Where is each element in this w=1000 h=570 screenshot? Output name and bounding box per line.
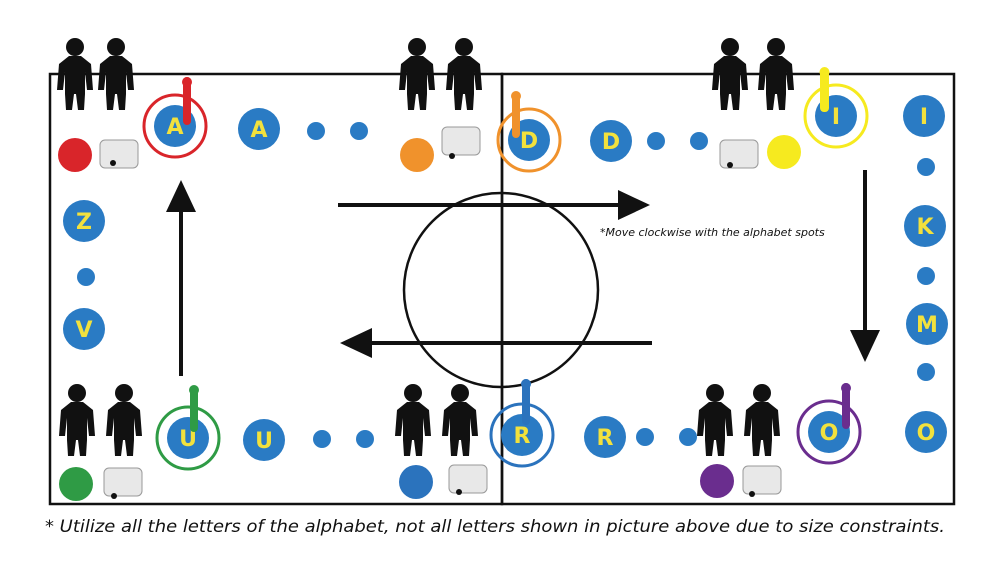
ball-blue — [399, 465, 433, 499]
hoop-green — [155, 405, 221, 471]
pencil-dot — [749, 491, 755, 497]
paper-sheet — [448, 464, 488, 494]
station-box-d — [400, 126, 481, 172]
hoop-orange — [496, 107, 562, 173]
arrow-right — [338, 190, 650, 220]
bowling-pin-orange — [511, 91, 521, 138]
spot-letter: K — [916, 215, 934, 240]
station-box-r — [399, 464, 488, 499]
bowling-pin-red — [182, 77, 192, 125]
pencil-dot — [111, 493, 117, 499]
spot-letter: A — [166, 115, 183, 140]
spot-letter: D — [602, 130, 620, 155]
spot-letter: M — [916, 313, 938, 338]
ball-purple — [700, 464, 734, 498]
ball-red — [58, 138, 92, 172]
pencil-dot — [110, 160, 116, 166]
spot-letter: I — [920, 105, 928, 130]
ball-orange — [400, 138, 434, 172]
letter-spot-o-hoop: O — [808, 411, 850, 453]
dot-spot — [917, 363, 935, 381]
pencil-dot — [727, 162, 733, 168]
dot-spot — [690, 132, 708, 150]
spot-letter: A — [250, 118, 267, 143]
letter-spot-r-hoop: R — [501, 414, 543, 456]
letter-spot-u-hoop: U — [167, 417, 209, 459]
dot-spot — [307, 122, 325, 140]
arrow-left — [340, 328, 652, 358]
letter-spot-o: O — [905, 411, 947, 453]
paper-sheet — [103, 467, 143, 497]
ball-yellow — [767, 135, 801, 169]
center-circle — [402, 191, 600, 389]
letter-spot-v: V — [63, 308, 105, 350]
people-group-bottom-right — [697, 384, 780, 456]
letter-spot-u: U — [243, 419, 285, 461]
dot-spots — [77, 122, 935, 448]
station-box-i — [719, 135, 801, 169]
station-box-a — [58, 138, 139, 172]
bowling-pin-green — [189, 385, 199, 432]
spot-letter: O — [820, 421, 839, 446]
dot-spot — [679, 428, 697, 446]
paper-sheet — [719, 139, 759, 169]
dot-spot — [313, 430, 331, 448]
hoop-purple — [796, 399, 862, 465]
spot-letter: R — [514, 424, 531, 449]
bowling-pin-yellow — [819, 67, 830, 112]
footnote: * Utilize all the letters of the alphabe… — [45, 517, 945, 536]
dot-spot — [917, 158, 935, 176]
paper-sheet — [742, 465, 782, 495]
spot-letter: I — [832, 105, 840, 130]
spot-letter: R — [597, 426, 614, 451]
dot-spot — [350, 122, 368, 140]
letter-spot-a: A — [238, 108, 280, 150]
spot-letter: O — [917, 421, 936, 446]
pencil-dot — [456, 489, 462, 495]
letter-spot-i: I — [903, 95, 945, 137]
dot-spot — [356, 430, 374, 448]
dot-spot — [917, 267, 935, 285]
spot-letter: D — [520, 129, 538, 154]
hoop-red — [142, 93, 208, 159]
spot-letter: V — [75, 318, 92, 343]
people-group-bottom-left — [59, 384, 142, 456]
dot-spot — [636, 428, 654, 446]
letter-spot-d: D — [590, 120, 632, 162]
dot-spot — [647, 132, 665, 150]
spot-letter: U — [255, 429, 273, 454]
people-group-bottom-middle — [395, 384, 478, 456]
dot-spot — [77, 268, 95, 286]
station-box-o — [700, 464, 782, 498]
court-right-half — [500, 72, 956, 506]
letter-spot-k: K — [904, 205, 946, 247]
station-box-u — [59, 467, 143, 501]
letter-spot-z: Z — [63, 200, 105, 242]
arrow-down — [850, 170, 880, 362]
letter-spot-r: R — [584, 416, 626, 458]
ball-green — [59, 467, 93, 501]
bowling-pin-blue — [521, 379, 531, 425]
spot-letter: Z — [76, 210, 92, 235]
paper-sheet — [441, 126, 481, 156]
pencil-dot — [449, 153, 455, 159]
spot-letter: U — [179, 427, 197, 452]
letter-spot-m: M — [906, 303, 948, 345]
movement-note: *Move clockwise with the alphabet spots — [600, 226, 825, 239]
bowling-pin-purple — [841, 383, 851, 429]
paper-sheet — [99, 139, 139, 169]
arrow-up — [166, 180, 196, 376]
hoop-yellow — [803, 83, 869, 149]
